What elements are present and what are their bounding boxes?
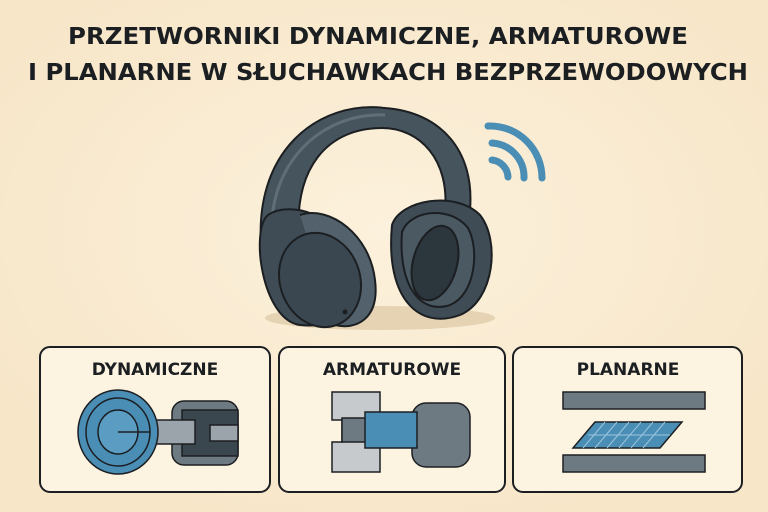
panel-planar: PLANARNE (512, 346, 743, 493)
panel-label: PLANARNE (577, 360, 680, 380)
panel-label: DYNAMICZNE (92, 360, 218, 380)
panel-label: ARMATUROWE (323, 360, 461, 380)
planar-magnetic-driver-icon (562, 391, 706, 473)
title-line-2: I PLANARNE W SŁUCHAWKACH BEZPRZEWODOWYCH (28, 60, 748, 86)
panel-armature: ARMATUROWE (278, 346, 506, 493)
dynamic-driver-icon (77, 389, 239, 475)
panel-dynamic: DYNAMICZNE (39, 346, 271, 493)
title-line-1: PRZETWORNIKI DYNAMICZNE, ARMATUROWE (68, 24, 688, 50)
headphones-illustration (258, 106, 495, 330)
wireless-signal-icon (484, 122, 546, 182)
balanced-armature-driver-icon (331, 391, 471, 473)
